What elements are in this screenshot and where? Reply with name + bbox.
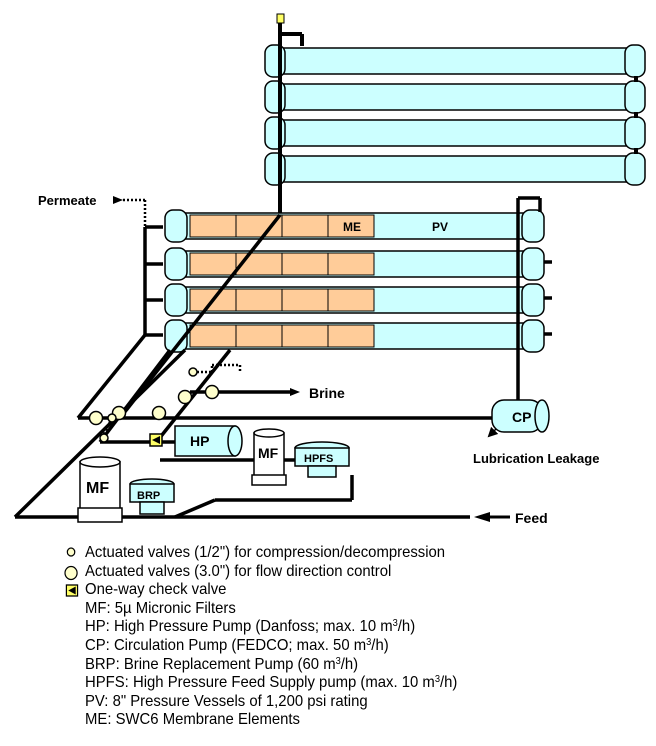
brp-pump: BRP <box>130 479 174 514</box>
legend-hpfs: HPFS: High Pressure Feed Supply pump (ma… <box>85 674 606 693</box>
legend-cp: CP: Circulation Pump (FEDCO; max. 50 m3/… <box>85 637 606 656</box>
upper-vessel-bank <box>265 45 645 185</box>
legend-mf: MF: 5µ Micronic Filters <box>85 600 606 619</box>
large-mf-filter: MF <box>78 457 122 522</box>
small-valve-icon <box>63 544 83 562</box>
pressure-vessel <box>265 117 645 149</box>
check-valve-icon <box>63 581 83 599</box>
large-valve-icon <box>179 391 192 404</box>
hp-pump: HP <box>175 426 242 456</box>
svg-text:MF: MF <box>86 480 109 497</box>
cp-pump: CP <box>492 400 549 432</box>
svg-text:HPFS: HPFS <box>304 453 333 465</box>
feed-arrow <box>474 512 490 522</box>
me-label: ME <box>343 220 361 234</box>
pv-label: PV <box>432 220 448 234</box>
upper-pipes <box>280 15 636 215</box>
ro-system-diagram: ME PV <box>0 0 656 540</box>
brine-arrow <box>290 388 300 396</box>
pressure-vessel <box>265 153 645 185</box>
svg-text:HP: HP <box>190 433 209 449</box>
pressure-vessel <box>265 81 645 113</box>
brine-label: Brine <box>309 385 345 401</box>
legend-brp: BRP: Brine Replacement Pump (60 m3/h) <box>85 656 606 675</box>
large-valve-icon <box>153 407 166 420</box>
legend: Actuated valves (1/2") for compression/d… <box>85 544 606 730</box>
large-valve-icon <box>63 563 83 581</box>
large-valve-icon <box>90 412 103 425</box>
small-valve-icon <box>100 434 108 442</box>
pressure-vessel <box>265 45 645 77</box>
legend-large-valve: Actuated valves (3.0") for flow directio… <box>85 563 606 582</box>
lubrication-leakage-label: Lubrication Leakage <box>473 451 599 466</box>
legend-me: ME: SWC6 Membrane Elements <box>85 711 606 730</box>
pressure-vessel <box>165 248 544 280</box>
pressure-vessel <box>165 320 544 352</box>
top-sensor-icon <box>277 14 284 23</box>
legend-hp: HP: High Pressure Pump (Danfoss; max. 10… <box>85 618 606 637</box>
legend-small-valve: Actuated valves (1/2") for compression/d… <box>85 544 606 563</box>
small-valve-icon <box>108 414 116 422</box>
hpfs-pump: HPFS <box>295 442 349 477</box>
legend-pv: PV: 8" Pressure Vessels of 1,200 psi rat… <box>85 693 606 712</box>
svg-text:CP: CP <box>512 409 531 425</box>
svg-text:BRP: BRP <box>137 490 160 502</box>
permeate-arrow <box>113 196 123 204</box>
large-valve-icon <box>206 386 219 399</box>
check-valve-icon <box>150 434 162 446</box>
small-mf-filter: MF <box>252 429 286 485</box>
legend-check-valve: One-way check valve <box>85 581 606 600</box>
feed-label: Feed <box>515 510 548 526</box>
svg-text:MF: MF <box>258 445 279 461</box>
permeate-label: Permeate <box>38 193 97 208</box>
small-valve-icon <box>189 368 197 376</box>
